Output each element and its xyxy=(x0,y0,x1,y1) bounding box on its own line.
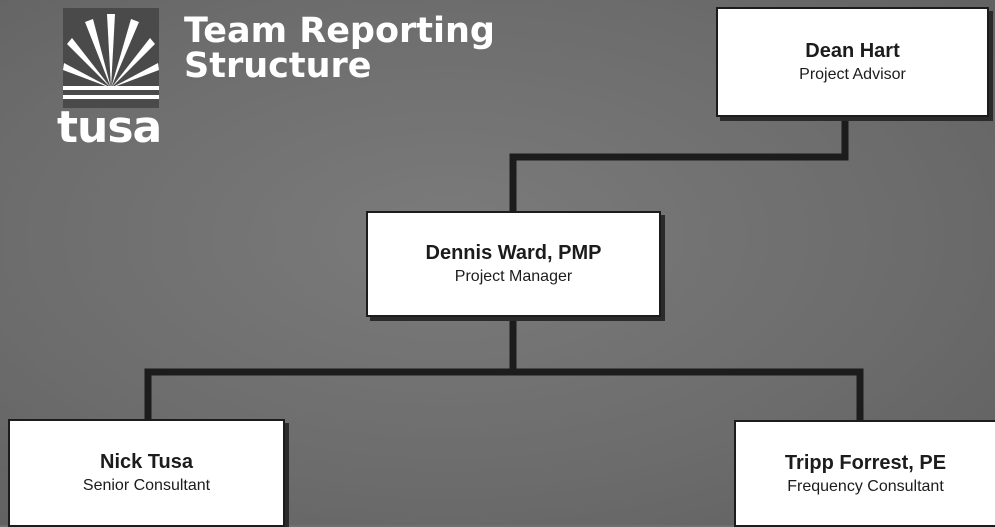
node-name: Dean Hart xyxy=(805,40,900,62)
tusa-logo: tusa xyxy=(55,8,165,158)
org-node-manager: Dennis Ward, PMP Project Manager xyxy=(366,211,661,317)
node-role: Project Manager xyxy=(454,268,573,285)
org-node-report-1: Nick Tusa Senior Consultant xyxy=(8,419,285,527)
logo-sunburst-square xyxy=(63,8,159,108)
page-title: Team Reporting Structure xyxy=(184,14,584,84)
node-role: Senior Consultant xyxy=(82,477,211,494)
logo-wordmark: tusa xyxy=(57,102,162,153)
node-role: Frequency Consultant xyxy=(787,477,944,495)
connector-bus-reports xyxy=(144,368,864,420)
sunburst-icon xyxy=(63,14,159,99)
node-role: Project Advisor xyxy=(799,66,906,83)
node-name: Dennis Ward, PMP xyxy=(425,242,602,264)
node-name: Tripp Forrest, PE xyxy=(784,451,947,474)
page-title-line2: Structure xyxy=(184,46,372,86)
node-name: Nick Tusa xyxy=(100,451,193,473)
connector-advisor-manager xyxy=(509,113,849,211)
org-node-report-2: Tripp Forrest, PE Frequency Consultant xyxy=(734,420,995,527)
page-title-line1: Team Reporting xyxy=(184,11,495,51)
org-node-advisor: Dean Hart Project Advisor xyxy=(716,7,989,117)
